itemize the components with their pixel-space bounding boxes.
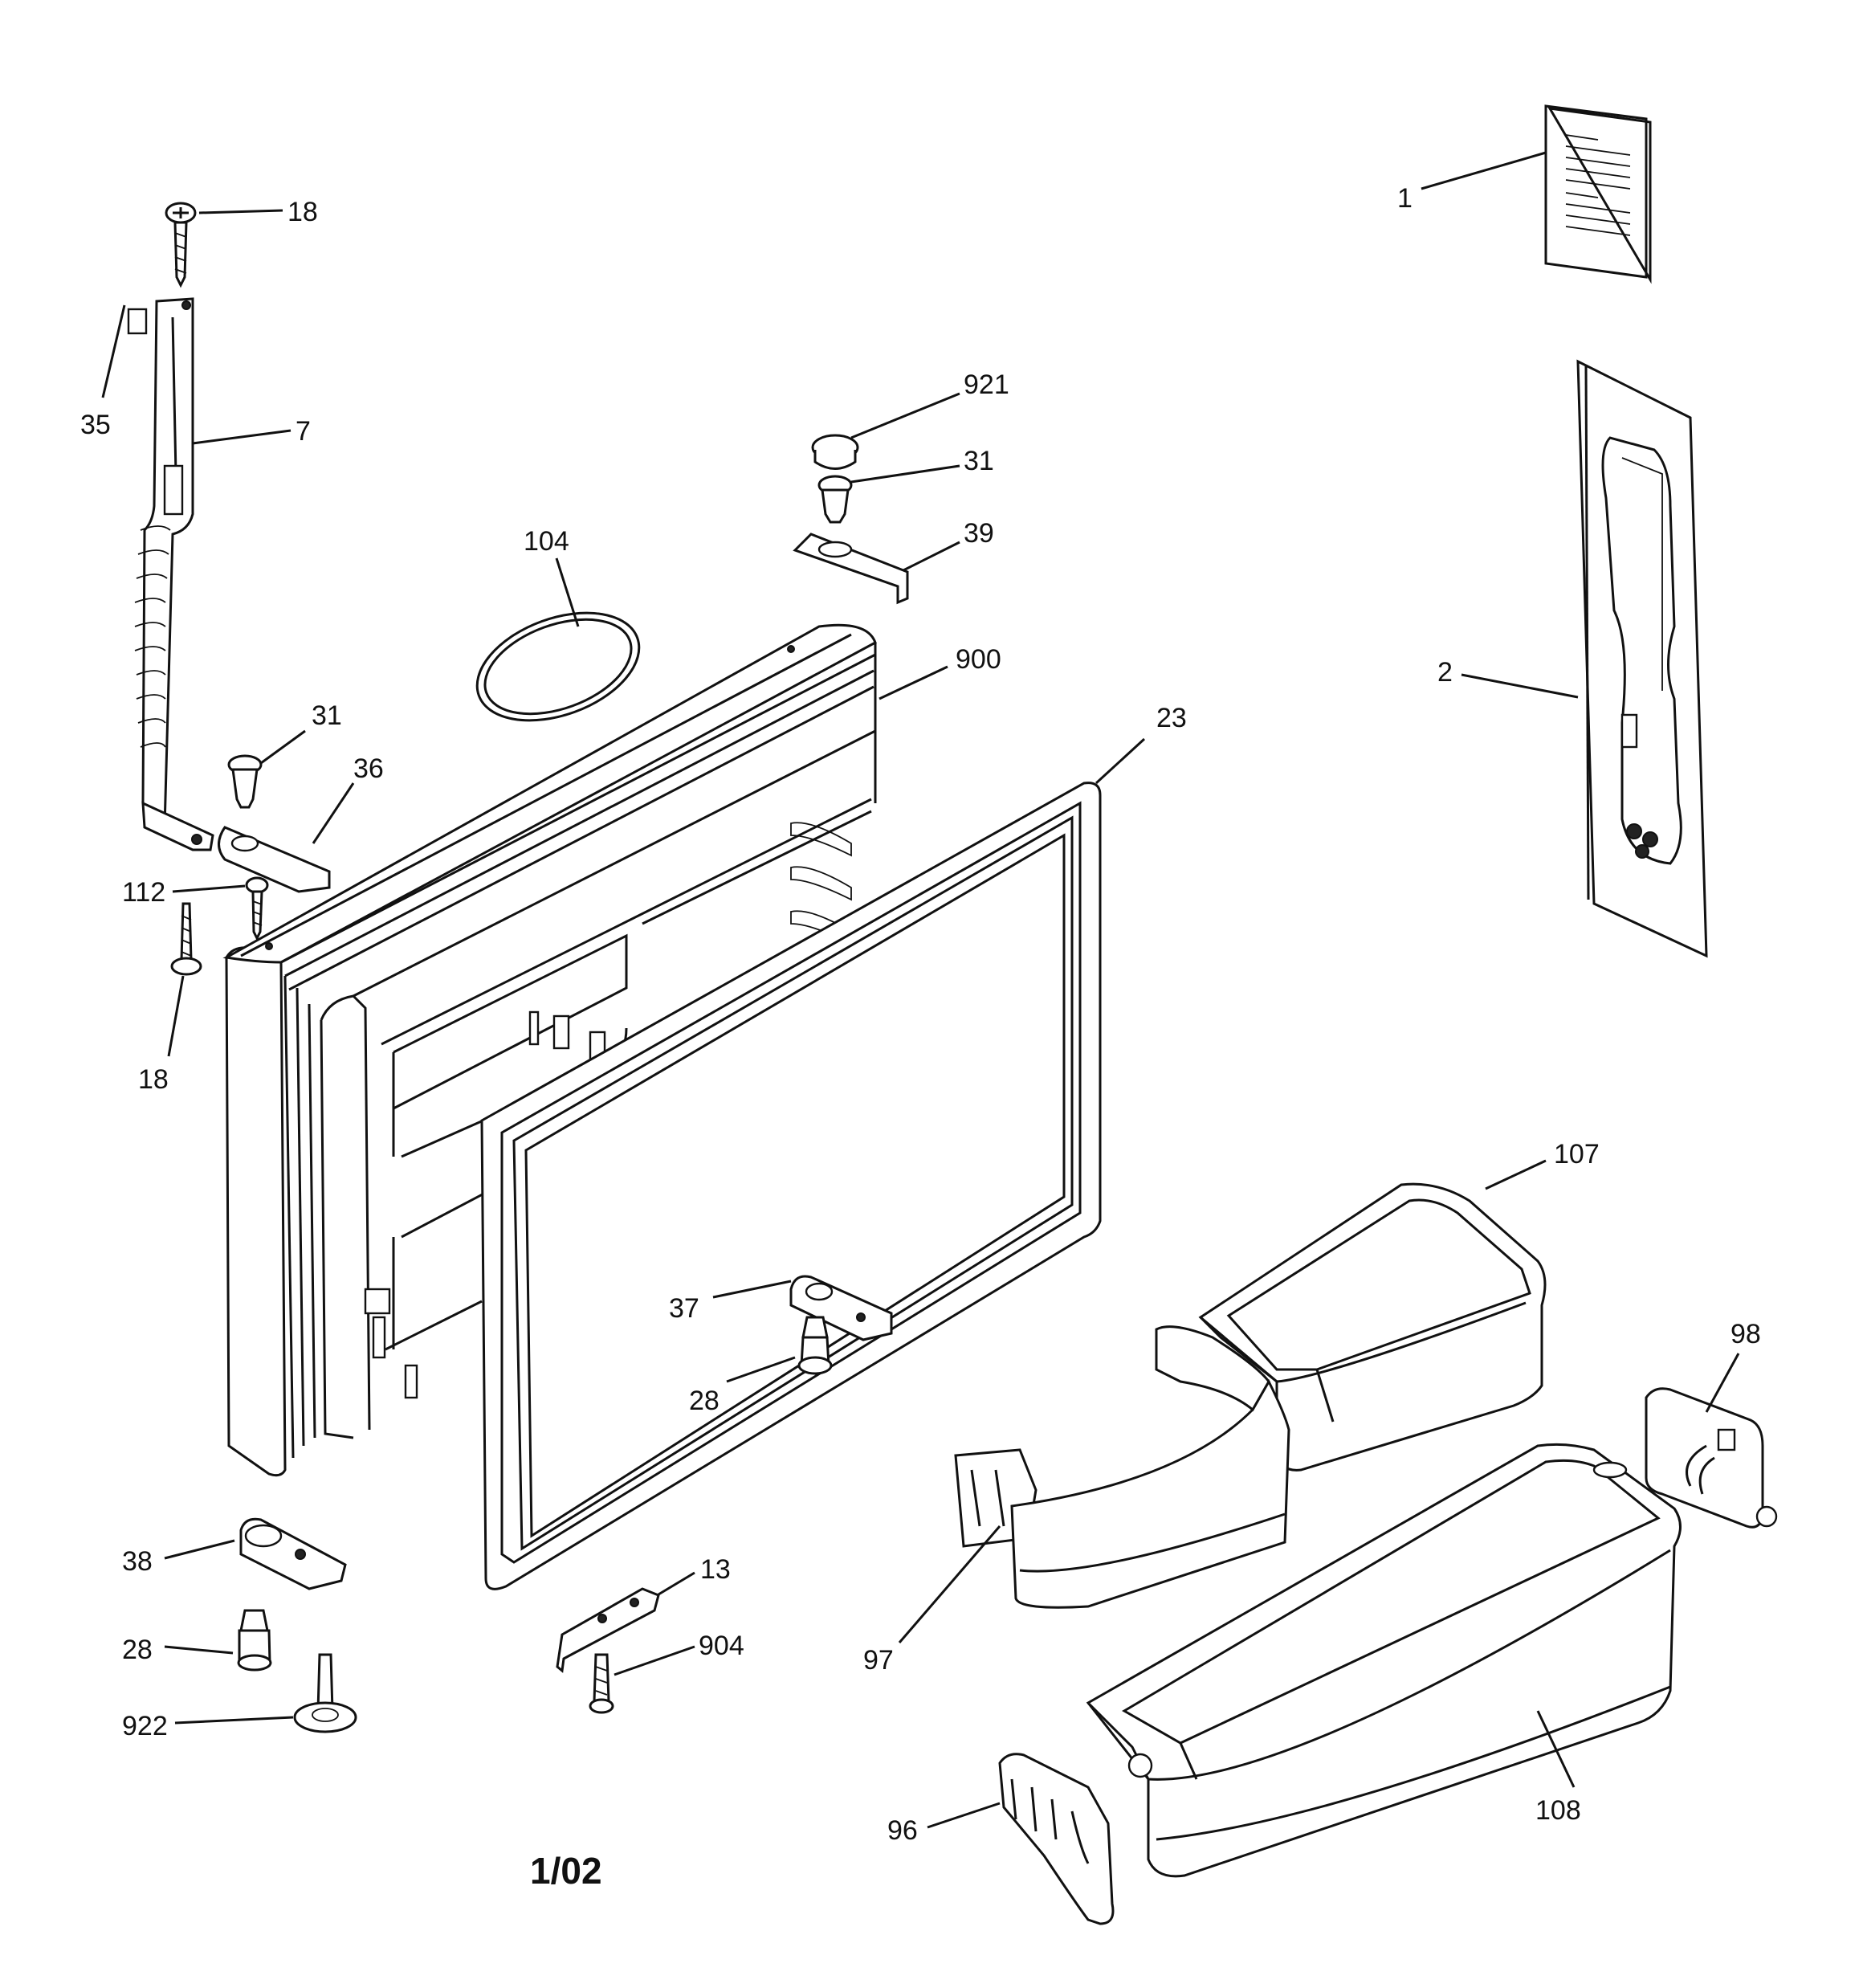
part-37-lower-hinge — [239, 1517, 347, 1590]
part-112-screw — [245, 876, 269, 941]
part-904-screw — [589, 1653, 614, 1714]
part-23-gasket — [480, 782, 1102, 1590]
part-31-bushing-left — [227, 754, 263, 809]
callout-36: 37 — [669, 1293, 699, 1324]
callout-104: 104 — [524, 526, 569, 557]
callout-28-center: 28 — [689, 1386, 720, 1416]
part-18-screw-lower — [170, 902, 202, 976]
callout-922: 922 — [122, 1711, 168, 1741]
leader-lines — [101, 151, 1740, 1829]
callout-98: 98 — [1731, 1319, 1761, 1349]
callout-96: 96 — [887, 1815, 918, 1846]
part-921-hinge-cap — [811, 434, 859, 470]
callout-1: 1 — [1397, 183, 1413, 214]
callout-900: 900 — [956, 644, 1001, 675]
part-39-hinge-plate — [793, 533, 909, 605]
part-28-pin-center — [797, 1316, 833, 1375]
callout-31-top: 31 — [964, 446, 994, 476]
date-code: 1/02 — [530, 1850, 602, 1892]
part-38-hinge-plate — [218, 826, 331, 893]
part-1-booklet — [1544, 104, 1652, 284]
callout-31-left: 31 — [312, 700, 342, 731]
part-97-shelf-bin — [954, 1325, 1290, 1609]
callout-13: 13 — [700, 1554, 731, 1585]
callout-35: 35 — [80, 410, 111, 440]
callout-108: 108 — [1535, 1795, 1581, 1826]
part-7-hinge-bracket — [127, 297, 214, 851]
part-98-end-cap — [1645, 1387, 1778, 1529]
callout-23: 23 — [1156, 703, 1187, 733]
part-36-cam-plate — [789, 1275, 893, 1341]
part-108-door-bin — [1086, 1443, 1682, 1878]
callout-38: 36 — [353, 753, 384, 784]
part-2-door-trim — [1576, 359, 1708, 958]
callout-18-top: 18 — [287, 197, 318, 227]
callout-921: 921 — [964, 369, 1009, 400]
part-31-bushing-top — [817, 475, 853, 524]
callout-28-left: 28 — [122, 1635, 153, 1665]
callout-97: 97 — [863, 1645, 894, 1676]
callout-7: 7 — [296, 416, 311, 447]
part-922-hinge-pin — [293, 1653, 357, 1733]
part-13-bracket — [556, 1587, 660, 1673]
callout-107: 107 — [1554, 1139, 1600, 1170]
callout-18-lower: 18 — [138, 1064, 169, 1095]
part-96-end-cap — [998, 1753, 1115, 1925]
callout-39: 39 — [964, 518, 994, 549]
callout-2: 2 — [1437, 657, 1453, 688]
callout-labels: 18 35 7 921 31 39 104 900 23 1 2 31 36 1… — [80, 183, 1761, 1846]
part-104-ring — [475, 611, 641, 722]
callout-904: 904 — [699, 1631, 744, 1661]
callout-112: 112 — [122, 877, 165, 908]
callout-37: 38 — [122, 1546, 153, 1577]
part-900-door-assembly — [222, 623, 877, 1477]
part-28-pin-left — [237, 1609, 272, 1672]
part-18-screw-top — [165, 202, 197, 288]
